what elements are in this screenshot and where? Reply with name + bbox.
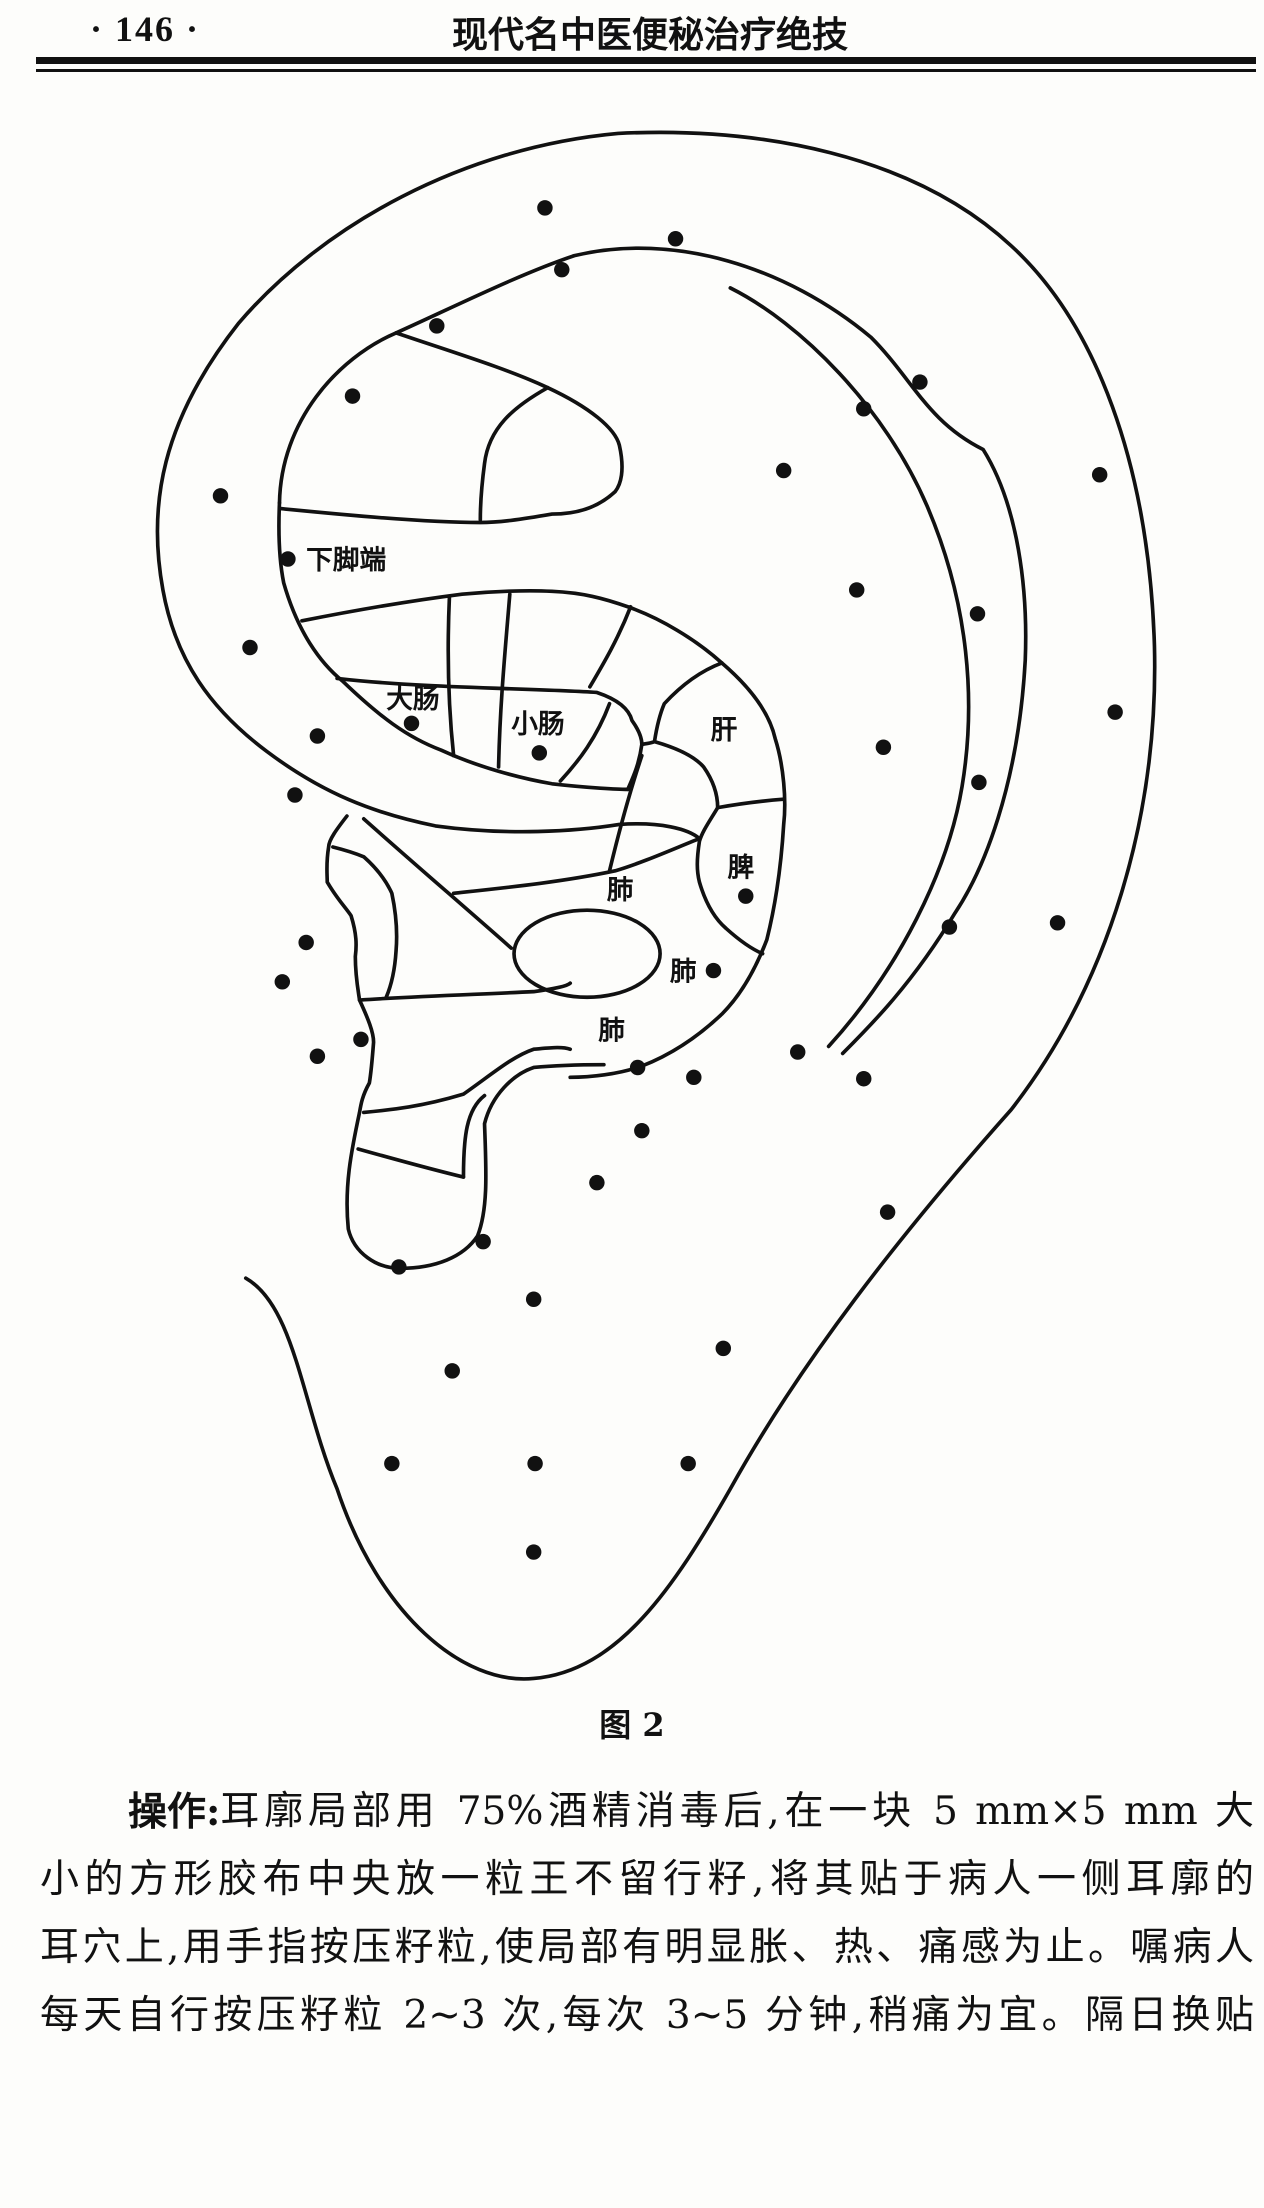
acupoint-dot: [391, 1259, 407, 1275]
acupoint-dot: [705, 962, 722, 979]
acupoint-dot: [429, 318, 445, 334]
acupoint-dot: [353, 1031, 369, 1048]
acupoint-dot: [527, 1455, 543, 1472]
ear-outline: [155, 130, 1157, 1681]
paragraph-line-text: 每天自行按压籽粒 2~3 次,每次 3~5 分钟,稍痛为宜。隔日换贴: [40, 1993, 1254, 2038]
book-title: 现代名中医便秘治疗绝技: [451, 14, 848, 56]
acupoint-dot: [738, 888, 754, 904]
acupoint-dot: [554, 261, 570, 278]
acupoint-dot: [1107, 704, 1123, 720]
acupoint-dot: [629, 1059, 646, 1076]
acupoint-dot: [686, 1069, 702, 1086]
acupoint-dot: [344, 388, 361, 404]
label-dachang: 大肠: [386, 684, 439, 715]
acupoint-dot: [775, 462, 792, 479]
label-fei-3: 肺: [598, 1015, 625, 1046]
acupoint-dot: [969, 606, 986, 622]
paragraph-lead: 操作:: [128, 1789, 221, 1835]
label-xiaochang: 小肠: [511, 709, 564, 740]
acupoint-dot: [403, 715, 420, 732]
acupoint-dot: [879, 1204, 896, 1220]
acupoint-dot: [971, 774, 987, 791]
acupoint-dot: [531, 745, 548, 761]
acupoint-dot: [848, 582, 865, 598]
acupoint-dot: [1091, 467, 1108, 483]
acupoint-dot: [875, 739, 892, 755]
acupoint-dot: [525, 1291, 542, 1307]
acupoint-dot: [287, 787, 303, 803]
header-rule-thick: [36, 57, 1256, 64]
label-gan: 肝: [711, 715, 738, 746]
label-fei-1: 肺: [607, 875, 634, 906]
acupoint-dot: [680, 1455, 696, 1472]
acupoint-dot: [280, 551, 296, 567]
label-xiajiaoduan: 下脚端: [306, 545, 386, 576]
acupoint-dot: [274, 974, 291, 990]
paragraph-line: 操作:耳廓局部用 75%酒精消毒后,在一块 5 mm×5 mm 大: [40, 1778, 1254, 1846]
label-pi: 脾: [727, 852, 755, 883]
paragraph-line: 小的方形胶布中央放一粒王不留行籽,将其贴于病人一侧耳廓的: [40, 1846, 1254, 1914]
figure-caption: 图 2: [599, 1706, 665, 1744]
acupoint-dot: [912, 374, 928, 390]
paragraph-line-text: 耳穴上,用手指按压籽粒,使局部有明显胀、热、痛感为止。嘱病人: [40, 1925, 1254, 1970]
acupoint-dot: [309, 728, 326, 744]
acupoint-dot: [715, 1340, 732, 1357]
paragraph-line: 耳穴上,用手指按压籽粒,使局部有明显胀、热、痛感为止。嘱病人: [40, 1914, 1254, 1982]
acupoint-dot: [475, 1233, 491, 1250]
acupoint-dot: [212, 488, 229, 504]
paragraph-line-text: 耳廓局部用 75%酒精消毒后,在一块 5 mm×5 mm 大: [220, 1789, 1254, 1834]
acupoint-dot: [298, 934, 314, 951]
header-rule-thin: [36, 69, 1256, 72]
acupoint-dot: [309, 1048, 326, 1064]
acupoint-dot: [444, 1363, 460, 1379]
acupoint-dot: [941, 919, 958, 935]
acupoint-dot: [856, 401, 872, 417]
operation-paragraph: 操作:耳廓局部用 75%酒精消毒后,在一块 5 mm×5 mm 大 小的方形胶布…: [40, 1778, 1254, 2050]
acupoint-dot: [537, 200, 553, 216]
acupoint-dot: [525, 1544, 542, 1560]
acupoint-dots: [212, 200, 1123, 1560]
acupoint-dot: [634, 1122, 650, 1139]
page-number: · 146 ·: [90, 9, 201, 49]
acupoint-dot: [667, 231, 684, 247]
acupoint-dot: [790, 1044, 806, 1060]
paragraph-line-text: 小的方形胶布中央放一粒王不留行籽,将其贴于病人一侧耳廓的: [40, 1857, 1254, 1902]
paragraph-line: 每天自行按压籽粒 2~3 次,每次 3~5 分钟,稍痛为宜。隔日换贴: [40, 1982, 1254, 2050]
acupoint-dot: [856, 1070, 872, 1087]
acupoint-dot: [384, 1455, 400, 1472]
acupoint-dot: [589, 1174, 605, 1191]
acupoint-dot: [1049, 915, 1066, 931]
label-fei-2: 肺: [670, 956, 697, 987]
acupoint-dot: [242, 639, 258, 656]
